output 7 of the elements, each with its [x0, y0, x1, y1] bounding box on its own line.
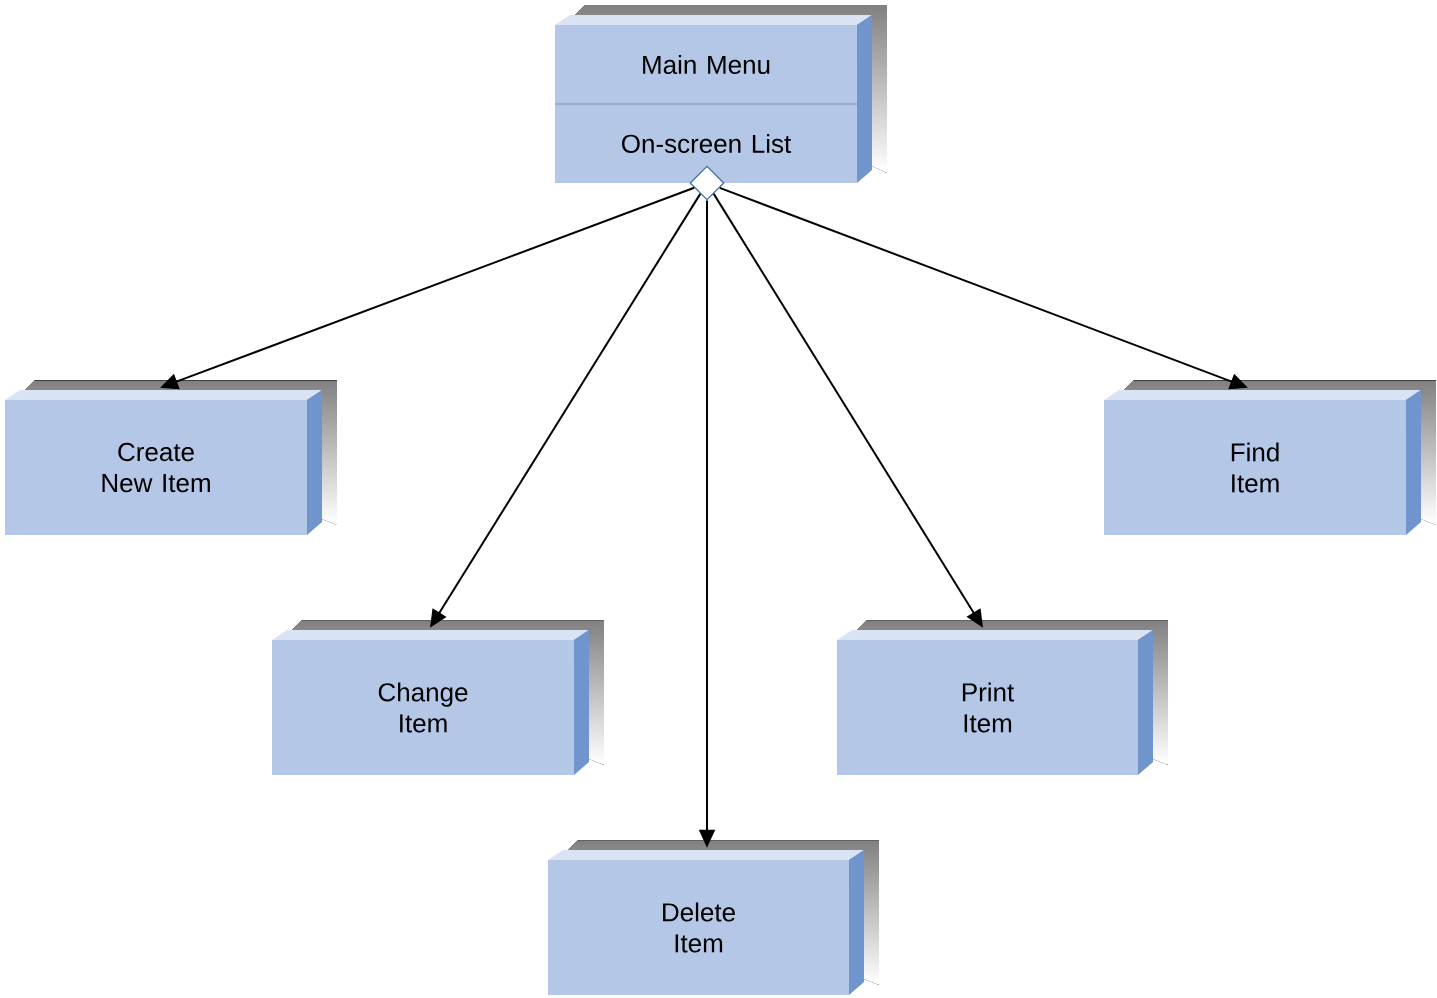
aggregation-diamond — [689, 165, 725, 201]
process-box: Main Menu On-screen List — [554, 5, 887, 183]
process-box: Find Item — [1104, 380, 1436, 535]
process-box: Print Item — [837, 620, 1168, 775]
process-box: Create New Item — [5, 380, 337, 535]
process-box: Change Item — [272, 620, 604, 775]
process-box: Delete Item — [548, 840, 879, 995]
